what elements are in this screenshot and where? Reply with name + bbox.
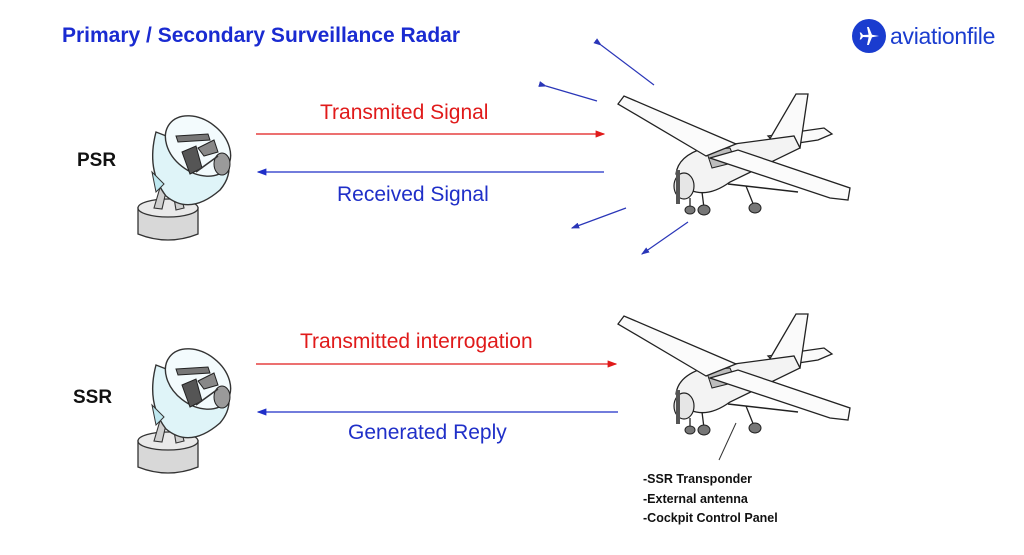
ssr-receive-label: Generated Reply	[348, 421, 507, 444]
brand-logo: aviationfile	[852, 18, 995, 54]
note-item: -External antenna	[643, 491, 748, 506]
ssr-transmit-label: Transmitted interrogation	[300, 330, 533, 353]
logo-text: aviationfile	[890, 22, 996, 49]
airplane-icon	[852, 19, 886, 53]
ssr-aircraft-icon	[617, 313, 851, 436]
ssr-radar-icon	[137, 335, 244, 474]
psr-radar-icon	[137, 102, 244, 241]
page-title: Primary / Secondary Surveillance Radar	[62, 24, 461, 47]
transponder-notes: -SSR Transponder -External antenna -Cock…	[643, 470, 778, 529]
transponder-pointer	[718, 422, 737, 461]
psr-aircraft-icon	[617, 93, 851, 216]
ssr-label: SSR	[73, 387, 113, 408]
note-item: -Cockpit Control Panel	[643, 511, 778, 525]
psr-label: PSR	[77, 150, 117, 171]
note-item: -SSR Transponder	[643, 472, 753, 486]
reflection-arrows	[538, 38, 689, 255]
psr-receive-label: Received Signal	[337, 183, 489, 206]
psr-transmit-label: Transmited Signal	[320, 101, 489, 124]
